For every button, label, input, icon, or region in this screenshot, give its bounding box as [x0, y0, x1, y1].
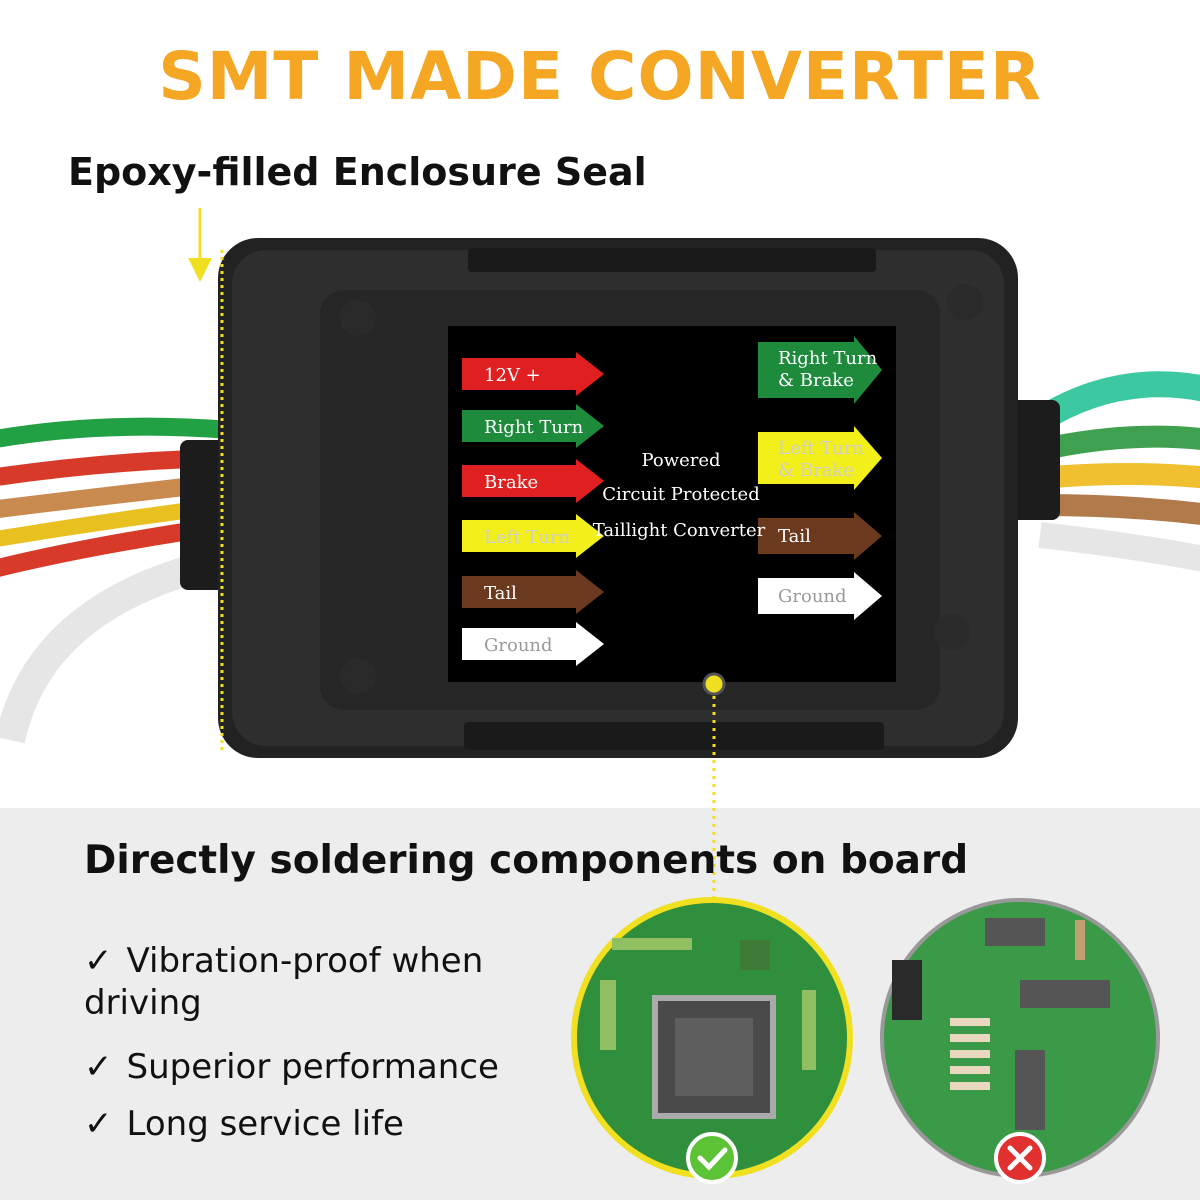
center-line-1: Powered — [641, 450, 720, 471]
output-arrow-label: & Brake — [778, 460, 854, 481]
input-arrow — [462, 622, 604, 666]
input-arrow — [462, 404, 604, 448]
output-arrow-label: & Brake — [778, 370, 854, 391]
checkmark-icon: ✓ — [84, 1047, 113, 1087]
pcb-pointer — [702, 672, 726, 900]
headline: SMT MADE CONVERTER — [158, 38, 1042, 115]
output-arrow-label: Tail — [778, 526, 811, 547]
checkmark-icon: ✓ — [84, 941, 113, 981]
input-arrow-label: 12V + — [484, 365, 541, 386]
checkmark-icon: ✓ — [84, 1104, 113, 1144]
input-arrow — [462, 570, 604, 614]
output-arrow — [758, 512, 882, 560]
check-badge-icon — [686, 1132, 738, 1184]
input-arrow — [462, 514, 604, 558]
feature-item: ✓ Superior performance — [84, 1046, 554, 1088]
output-arrow — [758, 426, 882, 490]
center-line-3: Taillight Converter — [593, 520, 766, 541]
output-arrow-label: Right Turn — [778, 348, 878, 369]
through-hole-pcb-image — [880, 898, 1160, 1178]
output-arrow — [758, 572, 882, 620]
arrow-down-icon — [188, 208, 212, 282]
input-arrow-label: Right Turn — [484, 417, 584, 438]
cross-badge-icon — [994, 1132, 1046, 1184]
feature-text: Long service life — [126, 1104, 404, 1144]
output-arrow-label: Left Turn — [778, 438, 864, 459]
feature-item: ✓ Long service life — [84, 1103, 554, 1145]
input-arrow-label: Ground — [484, 635, 553, 656]
input-arrow — [462, 352, 604, 396]
output-arrow-label: Ground — [778, 586, 847, 607]
output-arrow — [758, 336, 882, 404]
feature-text: Superior performance — [126, 1047, 499, 1087]
epoxy-seal-label: Epoxy-filled Enclosure Seal — [68, 150, 647, 194]
input-arrow-label: Brake — [484, 472, 538, 493]
feature-text: Vibration-proof when driving — [84, 941, 484, 1023]
center-line-2: Circuit Protected — [602, 484, 759, 505]
soldering-title: Directly soldering components on board — [84, 838, 969, 883]
right-wires — [1033, 371, 1200, 572]
input-arrow — [462, 459, 604, 503]
smt-pcb-image — [571, 897, 853, 1179]
input-arrow-label: Left Turn — [484, 527, 570, 548]
feature-item: ✓Vibration-proof when driving — [84, 940, 554, 1024]
input-arrow-label: Tail — [484, 583, 517, 604]
